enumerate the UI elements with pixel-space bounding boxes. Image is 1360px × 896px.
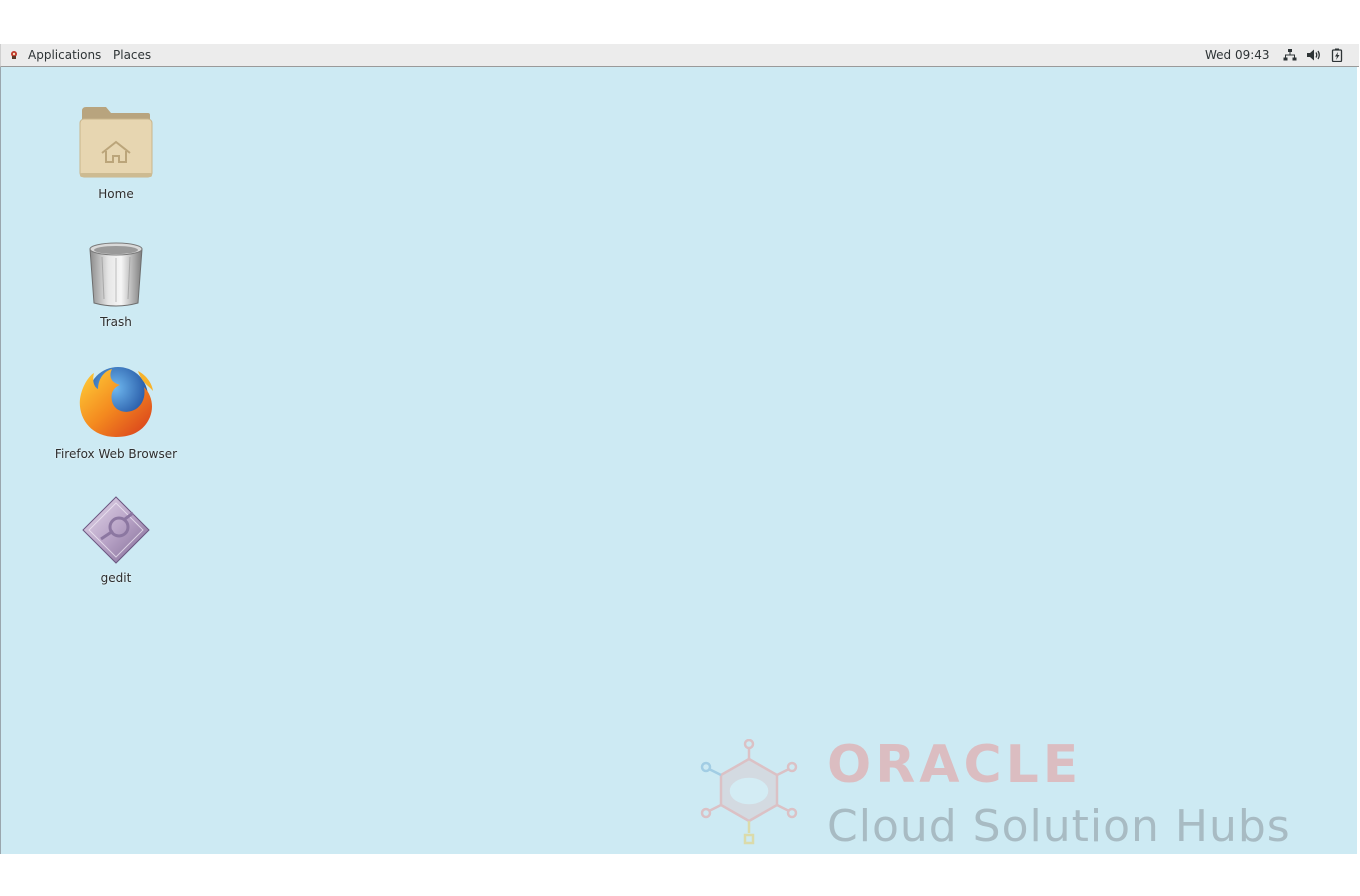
- desktop-icon-label: Home: [98, 187, 134, 201]
- desktop-icon-label: gedit: [100, 571, 132, 585]
- desktop-icon-firefox[interactable]: Firefox Web Browser: [51, 361, 181, 461]
- applications-menu-label: Applications: [28, 48, 102, 62]
- clock[interactable]: Wed 09:43: [1205, 48, 1270, 62]
- places-menu[interactable]: Places: [113, 48, 152, 62]
- gedit-icon: [82, 496, 150, 564]
- firefox-icon: [79, 367, 153, 437]
- desktop: Home Trash: [0, 67, 1357, 854]
- oracle-brand-text: ORACLE: [827, 735, 1083, 795]
- desktop-icon-gedit[interactable]: gedit: [51, 495, 181, 585]
- oracle-watermark: ORACLE Cloud Solution Hubs: [697, 735, 1337, 855]
- desktop-icon-label: Trash: [100, 315, 132, 329]
- applications-logo-icon: [11, 51, 17, 59]
- desktop-icon-label: Firefox Web Browser: [54, 447, 178, 461]
- top-panel: Applications Places Wed 09:43: [0, 44, 1359, 67]
- desktop-icon-home[interactable]: Home: [51, 105, 181, 201]
- oracle-subtitle-text: Cloud Solution Hubs: [827, 801, 1291, 852]
- desktop-icon-trash[interactable]: Trash: [51, 241, 181, 329]
- applications-menu[interactable]: Applications: [9, 47, 101, 63]
- battery-icon[interactable]: [1331, 48, 1343, 62]
- home-folder-icon: [79, 107, 153, 178]
- trash-icon: [89, 242, 143, 307]
- volume-icon[interactable]: [1306, 48, 1321, 62]
- cloud-hub-logo-icon: [700, 739, 798, 845]
- network-icon[interactable]: [1283, 48, 1297, 62]
